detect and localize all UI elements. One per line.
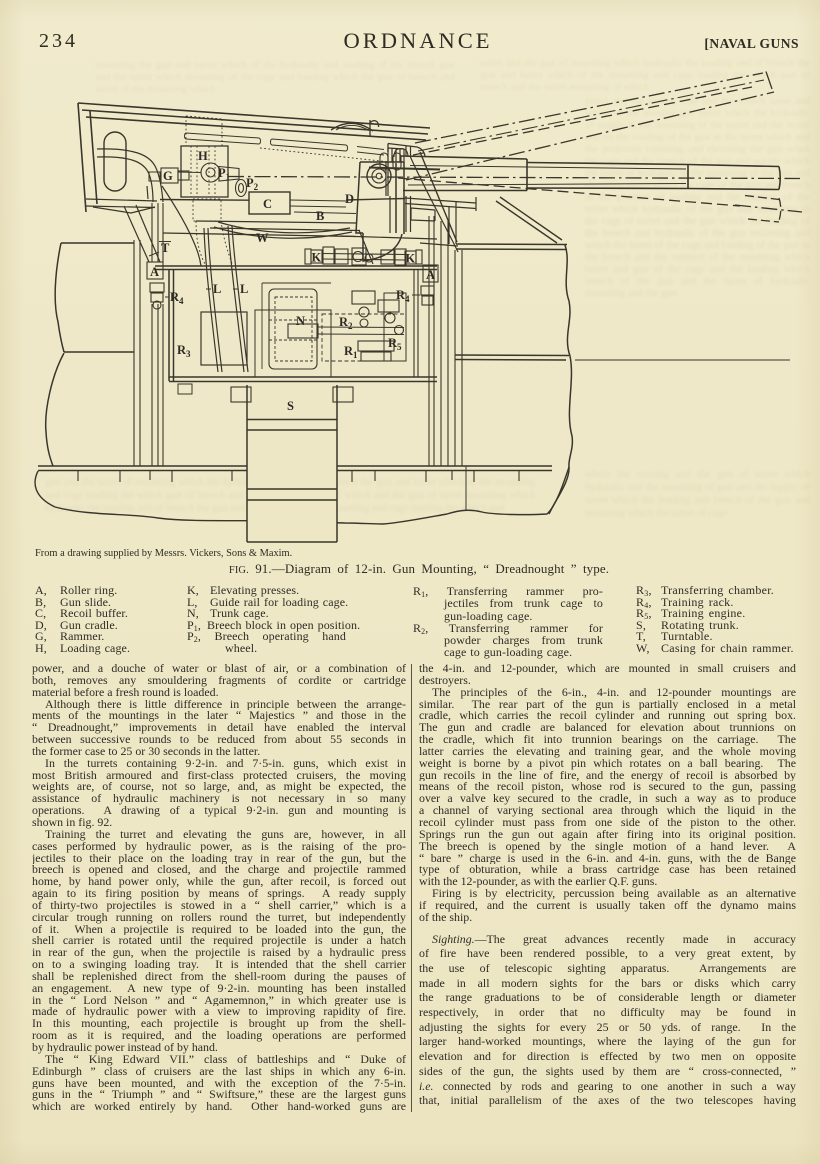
svg-text:C: C: [263, 197, 272, 211]
svg-text:P2: P2: [246, 176, 259, 192]
svg-text:L: L: [213, 282, 221, 296]
svg-text:R5: R5: [388, 336, 402, 352]
svg-text:K: K: [312, 251, 322, 265]
svg-text:N: N: [296, 314, 305, 328]
svg-text:R4: R4: [396, 288, 410, 304]
svg-text:R3: R3: [177, 343, 191, 359]
svg-text:D: D: [345, 192, 354, 206]
svg-text:W: W: [256, 231, 269, 245]
svg-text:K: K: [406, 252, 416, 266]
svg-text:R4: R4: [170, 290, 184, 306]
svg-text:T: T: [161, 241, 170, 255]
svg-text:B: B: [316, 209, 324, 223]
svg-text:G: G: [163, 169, 173, 183]
svg-text:L: L: [240, 282, 248, 296]
svg-text:H: H: [198, 149, 208, 163]
svg-text:A: A: [426, 268, 435, 282]
svg-text:P1: P1: [218, 166, 231, 182]
svg-text:S: S: [287, 399, 294, 413]
svg-text:A: A: [150, 265, 159, 279]
svg-text:R1: R1: [344, 344, 358, 360]
svg-text:R2: R2: [339, 315, 353, 331]
